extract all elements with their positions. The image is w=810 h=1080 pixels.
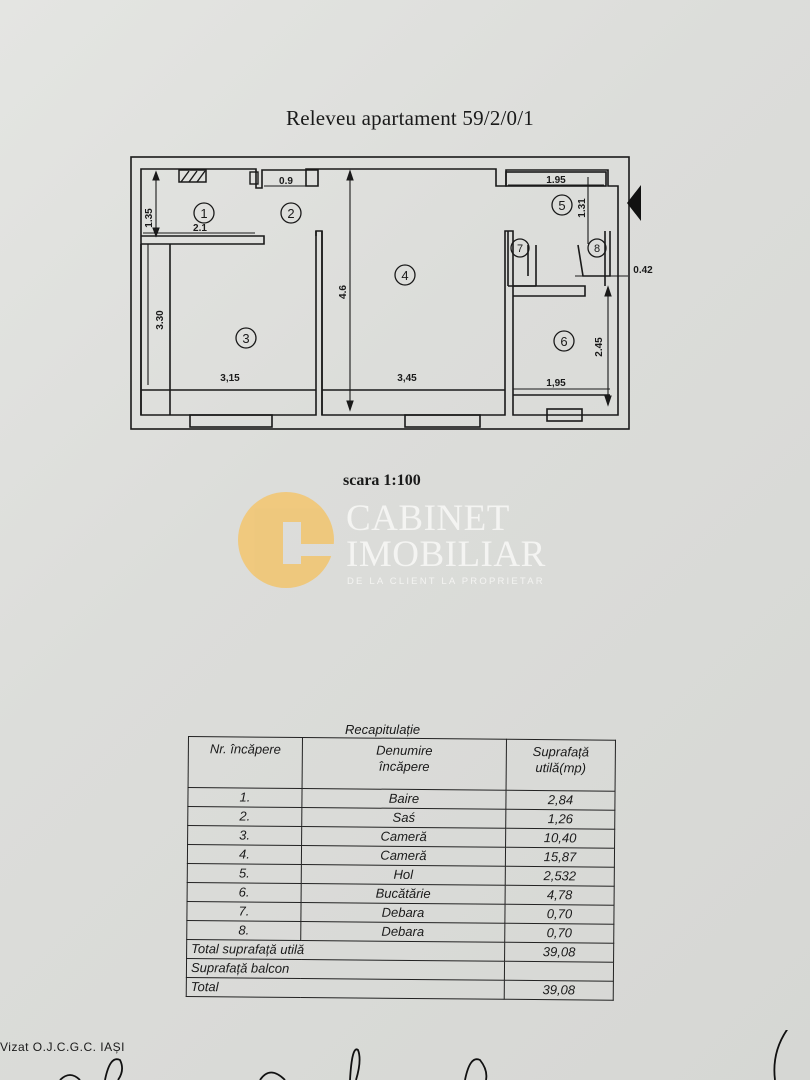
entrance-arrow-icon xyxy=(627,185,641,221)
svg-text:1,95: 1,95 xyxy=(546,378,566,389)
svg-text:4.6: 4.6 xyxy=(338,285,349,299)
room-number-2: 2 xyxy=(287,206,294,221)
recap-table: Nr. încăpere Denumire încăpere Suprafață… xyxy=(186,736,616,1001)
floor-plan-drawing: 1 2 3 4 5 6 7 8 1.35 2.1 0.9 3.30 3,15 4… xyxy=(130,156,653,430)
total-row: Total 39,08 xyxy=(186,977,614,1001)
watermark: CABINET IMOBILIAR DE LA CLIENT LA PROPRI… xyxy=(238,492,578,592)
room-number-7: 7 xyxy=(517,243,523,255)
watermark-line2: IMOBILIAR xyxy=(346,534,546,575)
svg-text:0.42: 0.42 xyxy=(633,265,653,276)
watermark-line1: CABINET xyxy=(346,498,510,539)
room-number-1: 1 xyxy=(200,206,207,221)
room-number-4: 4 xyxy=(401,268,408,283)
svg-text:3,45: 3,45 xyxy=(397,373,417,384)
recap-title: Recapitulație xyxy=(345,722,421,737)
vizat-stamp-text: Vizat O.J.C.G.C. IAȘI xyxy=(0,1040,125,1054)
header-nr: Nr. încăpere xyxy=(188,736,303,789)
svg-text:1.31: 1.31 xyxy=(577,198,588,218)
header-suprafata: Suprafață utilă(mp) xyxy=(506,739,616,792)
table-header-row: Nr. încăpere Denumire încăpere Suprafață… xyxy=(188,736,616,792)
svg-text:1.35: 1.35 xyxy=(144,208,155,228)
svg-text:2.1: 2.1 xyxy=(193,223,207,234)
cabinet-logo-icon xyxy=(238,492,334,588)
svg-text:1.95: 1.95 xyxy=(546,175,566,186)
svg-text:0.9: 0.9 xyxy=(279,176,293,187)
svg-text:2.45: 2.45 xyxy=(594,337,605,357)
room-number-6: 6 xyxy=(560,334,567,349)
floor-plan: 1 2 3 4 5 6 7 8 1.35 2.1 0.9 3.30 3,15 4… xyxy=(0,0,810,460)
svg-text:3,15: 3,15 xyxy=(220,373,240,384)
watermark-tagline: DE LA CLIENT LA PROPRIETAR xyxy=(347,576,545,587)
room-number-3: 3 xyxy=(242,331,249,346)
room-number-5: 5 xyxy=(558,198,565,213)
signature-icon xyxy=(59,1030,788,1080)
document-title: Releveu apartament 59/2/0/1 xyxy=(286,106,534,130)
svg-text:3.30: 3.30 xyxy=(155,310,166,330)
room-number-8: 8 xyxy=(594,243,600,255)
scale-label: scara 1:100 xyxy=(343,472,421,489)
header-denumire: Denumire încăpere xyxy=(302,737,507,791)
